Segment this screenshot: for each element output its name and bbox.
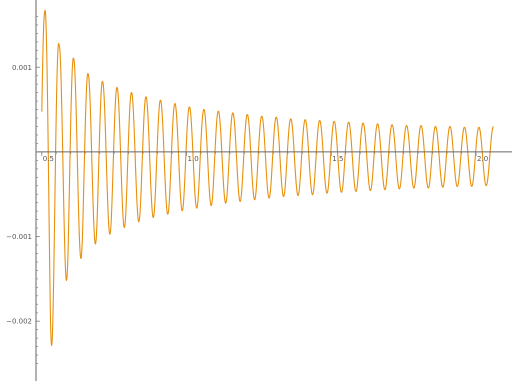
- series-line-0: [41, 9, 494, 346]
- y-ticks: 0.001 −0.001 −0.002: [6, 16, 40, 364]
- x-tick-label: 0.5: [43, 155, 54, 163]
- x-tick-label: 1.5: [332, 155, 343, 163]
- y-tick-label: −0.002: [6, 318, 32, 326]
- y-tick-label: −0.001: [6, 233, 32, 241]
- x-tick-label: 1.0: [188, 155, 199, 163]
- x-ticks: 0.5 1.0 1.5 2.0: [41, 151, 488, 163]
- x-tick-label: 2.0: [477, 155, 488, 163]
- series-layer: [41, 9, 494, 346]
- y-tick-label: 0.001: [12, 64, 32, 72]
